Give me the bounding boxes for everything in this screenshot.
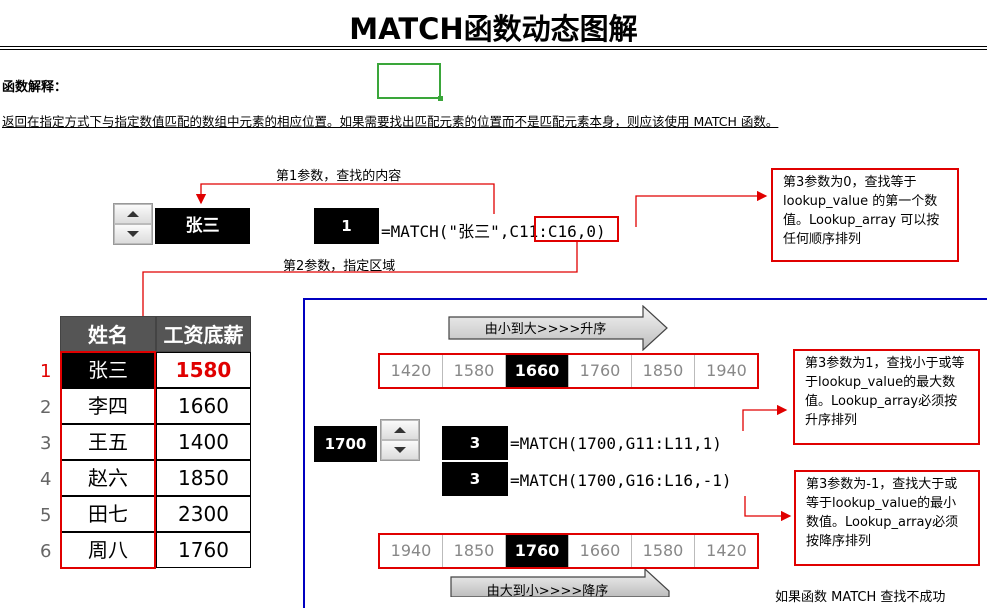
row-index: 2 bbox=[40, 397, 52, 418]
name-range-highlight bbox=[60, 351, 156, 569]
table-salary-cell[interactable]: 1660 bbox=[156, 388, 251, 424]
desc-value-cell[interactable]: 1760 bbox=[506, 534, 569, 568]
asc-arrow-banner bbox=[448, 305, 668, 351]
asc-value-cell[interactable]: 1580 bbox=[443, 354, 506, 388]
note-match-type-neg1: 第3参数为-1，查找大于或等于lookup_value的最小数值。Lookup_… bbox=[794, 470, 980, 566]
top-result-cell: 1 bbox=[314, 208, 379, 244]
desc-array-border bbox=[378, 533, 759, 569]
row-index: 5 bbox=[40, 505, 52, 526]
desc-value-cell[interactable]: 1850 bbox=[443, 534, 506, 568]
param3-connector bbox=[635, 190, 768, 227]
arrow-down-icon bbox=[127, 231, 139, 237]
spin-up-button[interactable] bbox=[381, 420, 419, 440]
asc-value-cell[interactable]: 1760 bbox=[569, 354, 632, 388]
result-desc-cell: 3 bbox=[442, 462, 508, 496]
name-spinner[interactable] bbox=[113, 203, 153, 245]
table-salary-cell[interactable]: 1400 bbox=[156, 424, 251, 460]
spin-down-button[interactable] bbox=[114, 224, 152, 244]
asc-array-border bbox=[378, 353, 759, 389]
table-name-cell[interactable]: 李四 bbox=[60, 388, 156, 424]
arrow-up-icon bbox=[127, 211, 139, 217]
row-index: 1 bbox=[40, 361, 52, 382]
row-index: 6 bbox=[40, 541, 52, 562]
note-match-type-1: 第3参数为1，查找小于或等于lookup_value的最大数值。Lookup_a… bbox=[793, 349, 980, 445]
demo-panel bbox=[303, 298, 987, 608]
row-index: 3 bbox=[40, 433, 52, 454]
desc-value-cell[interactable]: 1660 bbox=[569, 534, 632, 568]
desc-arrow-banner bbox=[450, 569, 670, 597]
header-salary: 工资底薪 bbox=[156, 316, 251, 352]
title-rule-1 bbox=[0, 46, 987, 47]
table-salary-cell[interactable]: 1580 bbox=[156, 352, 251, 388]
param1-connector bbox=[195, 183, 495, 214]
neg-connector bbox=[744, 496, 792, 522]
formula-desc: =MATCH(1700,G16:L16,-1) bbox=[510, 471, 732, 490]
label-param2: 第2参数，指定区域 bbox=[283, 259, 396, 274]
asc-value-cell[interactable]: 1850 bbox=[632, 354, 695, 388]
fill-handle[interactable] bbox=[438, 96, 443, 101]
note-param3: 第3参数为0，查找等于lookup_value 的第一个数值。Lookup_ar… bbox=[771, 168, 959, 262]
arrow-down-icon bbox=[394, 447, 406, 453]
asc-label: 由小到大>>>>升序 bbox=[484, 322, 607, 337]
table-salary-cell[interactable]: 2300 bbox=[156, 496, 251, 532]
desc-value-cell[interactable]: 1940 bbox=[380, 534, 443, 568]
desc-label: 由大到小>>>>降序 bbox=[486, 584, 609, 599]
title-rule-2 bbox=[0, 49, 987, 50]
selected-cell[interactable] bbox=[377, 63, 441, 99]
desc-value-cell[interactable]: 1580 bbox=[632, 534, 695, 568]
formula-asc: =MATCH(1700,G11:L11,1) bbox=[510, 434, 722, 453]
param2-connector bbox=[137, 242, 578, 347]
header-name: 姓名 bbox=[60, 316, 156, 352]
spin-down-button[interactable] bbox=[381, 440, 419, 460]
lookup-name-cell: 张三 bbox=[155, 208, 250, 244]
spin-up-button[interactable] bbox=[114, 204, 152, 224]
formula-range-highlight bbox=[534, 216, 619, 242]
result-divider bbox=[442, 460, 508, 462]
table-salary-cell[interactable]: 1850 bbox=[156, 460, 251, 496]
formula-range: C11:C16, bbox=[509, 222, 587, 241]
pos-connector bbox=[742, 404, 788, 431]
desc-value-cell[interactable]: 1420 bbox=[706, 541, 747, 560]
value-spinner[interactable] bbox=[380, 419, 420, 461]
table-name-cell[interactable]: 赵六 bbox=[60, 460, 156, 496]
lookup-value-cell: 1700 bbox=[314, 426, 377, 462]
asc-value-cell[interactable]: 1940 bbox=[706, 361, 747, 380]
page-title: MATCH函数动态图解 bbox=[349, 12, 638, 46]
arrow-up-icon bbox=[394, 427, 406, 433]
formula-suffix: 0) bbox=[586, 222, 606, 241]
explain-text: 返回在指定方式下与指定数值匹配的数组中元素的相应位置。如果需要找出匹配元素的位置… bbox=[2, 114, 779, 129]
row-index: 4 bbox=[40, 469, 52, 490]
asc-value-cell[interactable]: 1420 bbox=[380, 354, 443, 388]
salary-table: 姓名 工资底薪 bbox=[60, 316, 251, 570]
explain-label: 函数解释： bbox=[2, 80, 68, 95]
table-salary-cell[interactable]: 1760 bbox=[156, 532, 251, 568]
asc-value-cell[interactable]: 1660 bbox=[506, 354, 569, 388]
label-param1: 第1参数，查找的内容 bbox=[276, 169, 402, 184]
result-asc-cell: 3 bbox=[442, 426, 508, 460]
formula-prefix: =MATCH("张三", bbox=[381, 222, 510, 241]
footer-text: 如果函数 MATCH 查找不成功 bbox=[775, 590, 946, 605]
top-formula: =MATCH("张三",C11:C16,0) bbox=[381, 218, 606, 242]
